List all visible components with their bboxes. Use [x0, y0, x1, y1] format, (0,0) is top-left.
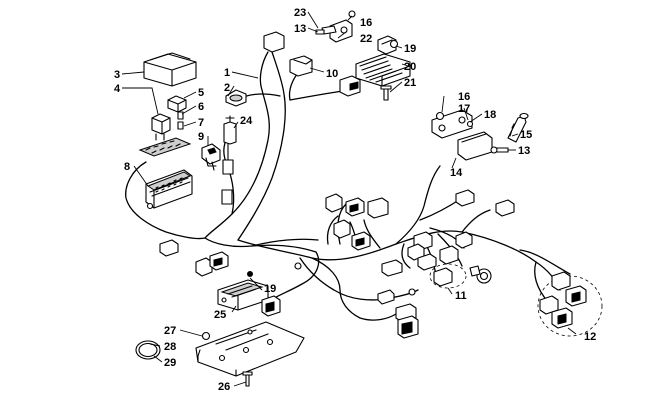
callout-14: 14 — [450, 167, 463, 179]
callout-12: 12 — [584, 331, 596, 343]
fuse-strip — [138, 137, 192, 157]
fuse-box — [145, 169, 193, 210]
fuse-small — [177, 111, 184, 130]
callout-8: 8 — [124, 161, 130, 173]
sensor-bracket — [431, 109, 493, 161]
callout-29: 29 — [164, 357, 176, 369]
connector-pair — [429, 263, 492, 289]
callout-25: 25 — [214, 309, 226, 321]
callout-labels: 1 2 3 4 5 6 7 8 9 10 11 12 13 13 14 15 1… — [114, 7, 596, 393]
callout-10: 10 — [326, 68, 338, 80]
connector-group-lower-left — [159, 239, 302, 277]
sensor-screw — [490, 146, 509, 154]
mounting-plate — [195, 321, 305, 377]
harness-tie — [247, 271, 253, 277]
regulator-nut — [389, 39, 399, 49]
callout-11: 11 — [455, 290, 467, 302]
regulator-bolt — [380, 85, 392, 101]
plate-nut — [201, 331, 211, 341]
connector-group-center — [325, 189, 515, 277]
callout-2: 2 — [224, 82, 230, 94]
callout-23: 23 — [294, 7, 306, 19]
callout-9: 9 — [198, 131, 204, 143]
mini-relay — [167, 95, 187, 113]
callout-28: 28 — [164, 341, 176, 353]
callout-18: 18 — [484, 109, 496, 121]
callout-13-top: 13 — [294, 23, 306, 35]
fuse-holder — [221, 115, 237, 205]
main-harness — [125, 51, 571, 321]
callout-27: 27 — [164, 325, 176, 337]
callout-21: 21 — [404, 77, 416, 89]
diode-connector — [201, 143, 221, 171]
callout-16-top: 16 — [360, 17, 372, 29]
callout-20: 20 — [404, 61, 416, 73]
voltage-regulator — [355, 35, 411, 87]
callout-16-right: 16 — [458, 91, 470, 103]
callout-1: 1 — [224, 67, 230, 79]
callout-17: 17 — [458, 103, 470, 115]
upper-connector — [225, 31, 361, 107]
connector-group-lower-center — [377, 288, 419, 339]
callout-5: 5 — [198, 87, 204, 99]
callout-7: 7 — [198, 117, 204, 129]
callout-13-right: 13 — [518, 145, 530, 157]
relay — [151, 113, 171, 141]
callout-26: 26 — [218, 381, 230, 393]
connector-group-right — [537, 271, 603, 337]
callout-19-bottom: 19 — [264, 283, 276, 295]
callout-6: 6 — [198, 101, 204, 113]
callout-4: 4 — [114, 83, 121, 95]
control-module — [217, 279, 281, 317]
leader-lines — [121, 11, 577, 387]
callout-22: 22 — [360, 33, 372, 45]
callout-24: 24 — [240, 115, 253, 127]
callout-3: 3 — [114, 69, 120, 81]
grommet-ring — [135, 340, 161, 360]
mounting-bracket-top — [315, 10, 356, 43]
callout-15: 15 — [520, 129, 532, 141]
fuse-box-cover — [143, 52, 197, 87]
callout-19-top: 19 — [404, 43, 416, 55]
plate-screw — [242, 371, 253, 387]
